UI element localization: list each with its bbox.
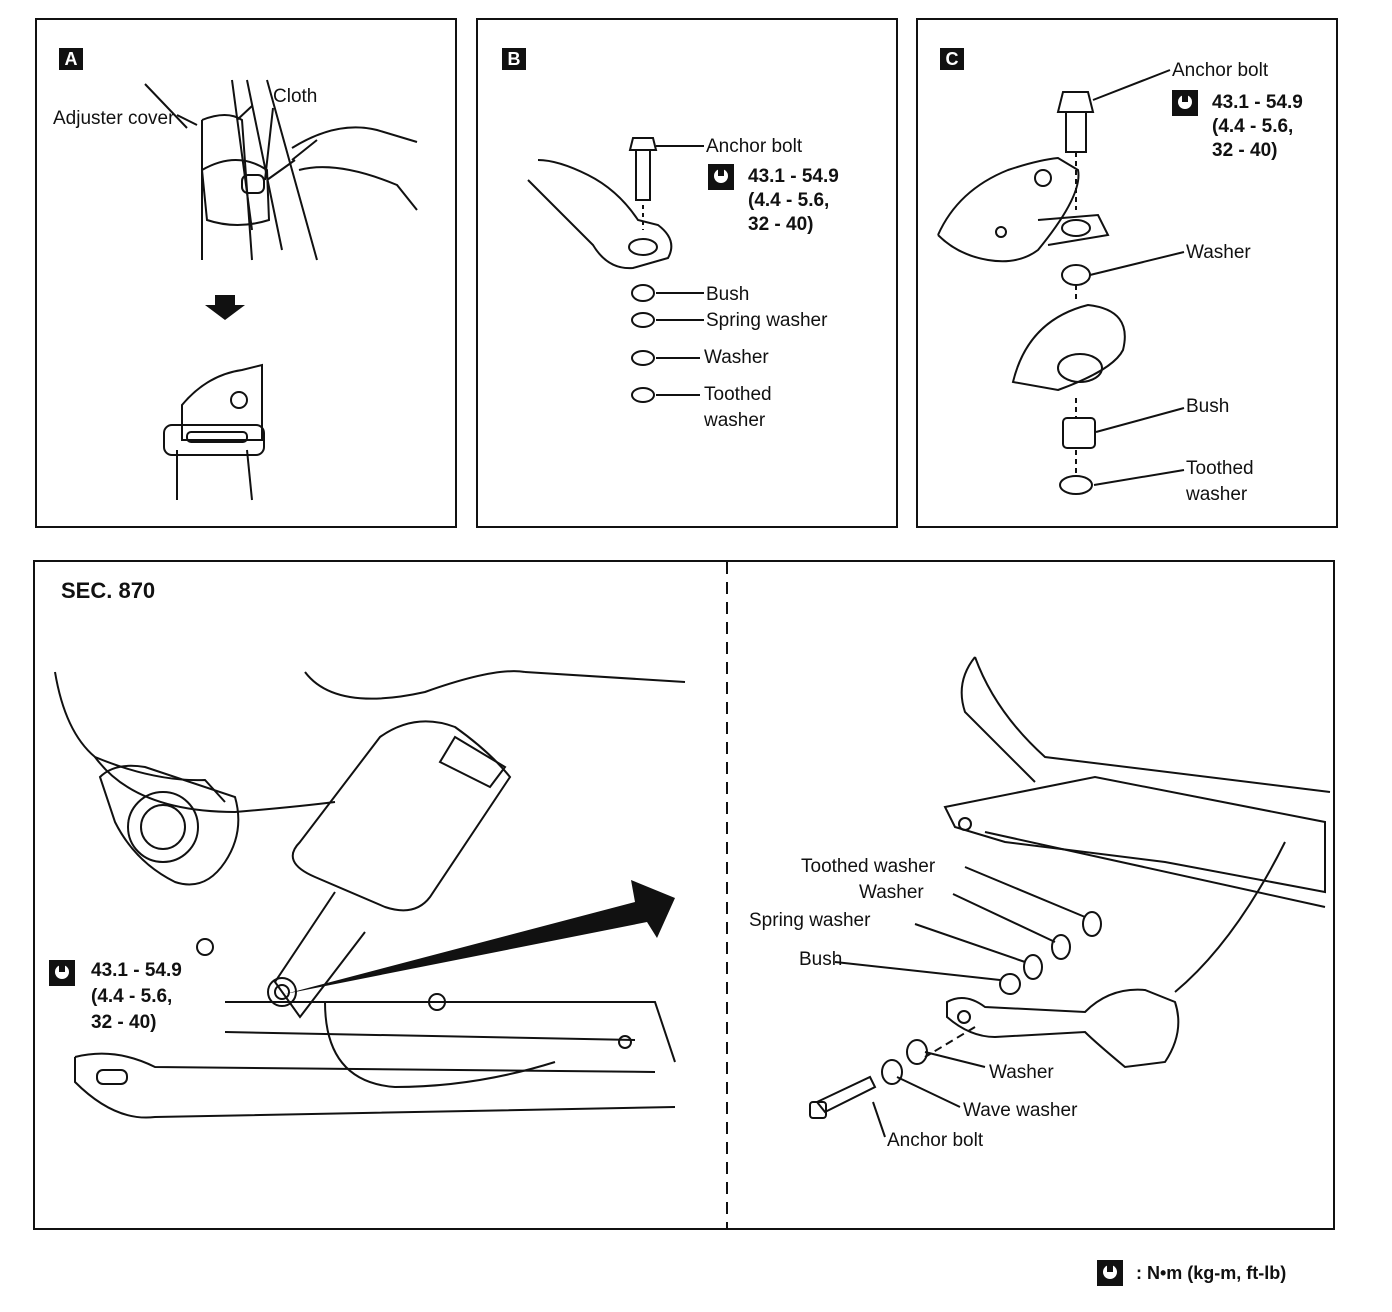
panel-c: C Anchor bolt 43.1 - 54.9 (4.4 - 5.6, 32… [916,18,1338,528]
bottom-torque-wrench-icon [49,960,75,986]
c-toothed-label-2: washer [1186,484,1248,505]
br-anchor-bolt-label: Anchor bolt [887,1130,984,1151]
c-torque-line3: 32 - 40) [1212,140,1278,161]
adjuster-cover-label: Adjuster cover [53,108,175,129]
b-bush-label: Bush [706,284,750,305]
bottom-torque-line2: (4.4 - 5.6, [91,986,173,1007]
b-torque-wrench-icon [708,164,734,190]
cloth-label: Cloth [273,86,318,107]
c-bush-label: Bush [1186,396,1230,417]
panel-a: A Adjuster cover Cloth [35,18,457,528]
panel-bottom: SEC. 870 43.1 - 54.9 (4.4 - 5.6, 32 - 40… [33,560,1335,1230]
c-toothed-label-1: Toothed [1186,458,1254,479]
panel-c-tag: C [940,48,964,70]
legend-text: : N•m (kg-m, ft-lb) [1136,1263,1287,1283]
bottom-torque-line3: 32 - 40) [91,1012,157,1033]
legend-torque-wrench-icon [1097,1260,1123,1286]
b-toothed-label-2: washer [704,410,766,431]
b-washer-label: Washer [704,347,769,368]
b-spring-washer-label: Spring washer [706,310,828,331]
b-torque-line3: 32 - 40) [748,214,814,235]
panel-b: B Anchor bolt 43.1 - 54.9 (4.4 - 5.6, 32… [476,18,898,528]
b-torque-line1: 43.1 - 54.9 [748,166,839,187]
bottom-torque-line1: 43.1 - 54.9 [91,960,182,981]
panel-c-illustration [937,69,1185,495]
c-anchor-bolt-label: Anchor bolt [1172,60,1269,81]
br-washer-top-label: Washer [859,882,924,903]
br-wave-washer-label: Wave washer [963,1100,1078,1121]
br-spring-washer-label: Spring washer [749,910,871,931]
b-toothed-label-1: Toothed [704,384,772,405]
b-torque-line2: (4.4 - 5.6, [748,190,830,211]
panel-a-illustration [144,79,418,501]
section-label: SEC. 870 [61,578,156,603]
br-washer-bottom-label: Washer [989,1062,1054,1083]
panel-b-tag: B [502,48,526,70]
b-anchor-bolt-label: Anchor bolt [706,136,803,157]
br-toothed-washer-label: Toothed washer [801,856,936,877]
panel-b-illustration [527,137,704,403]
br-bush-label: Bush [799,949,843,970]
bottom-illustration [54,562,1331,1230]
c-washer-label: Washer [1186,242,1251,263]
c-torque-line1: 43.1 - 54.9 [1212,92,1303,113]
c-torque-wrench-icon [1172,90,1198,116]
c-torque-line2: (4.4 - 5.6, [1212,116,1294,137]
panel-a-tag: A [59,48,83,70]
